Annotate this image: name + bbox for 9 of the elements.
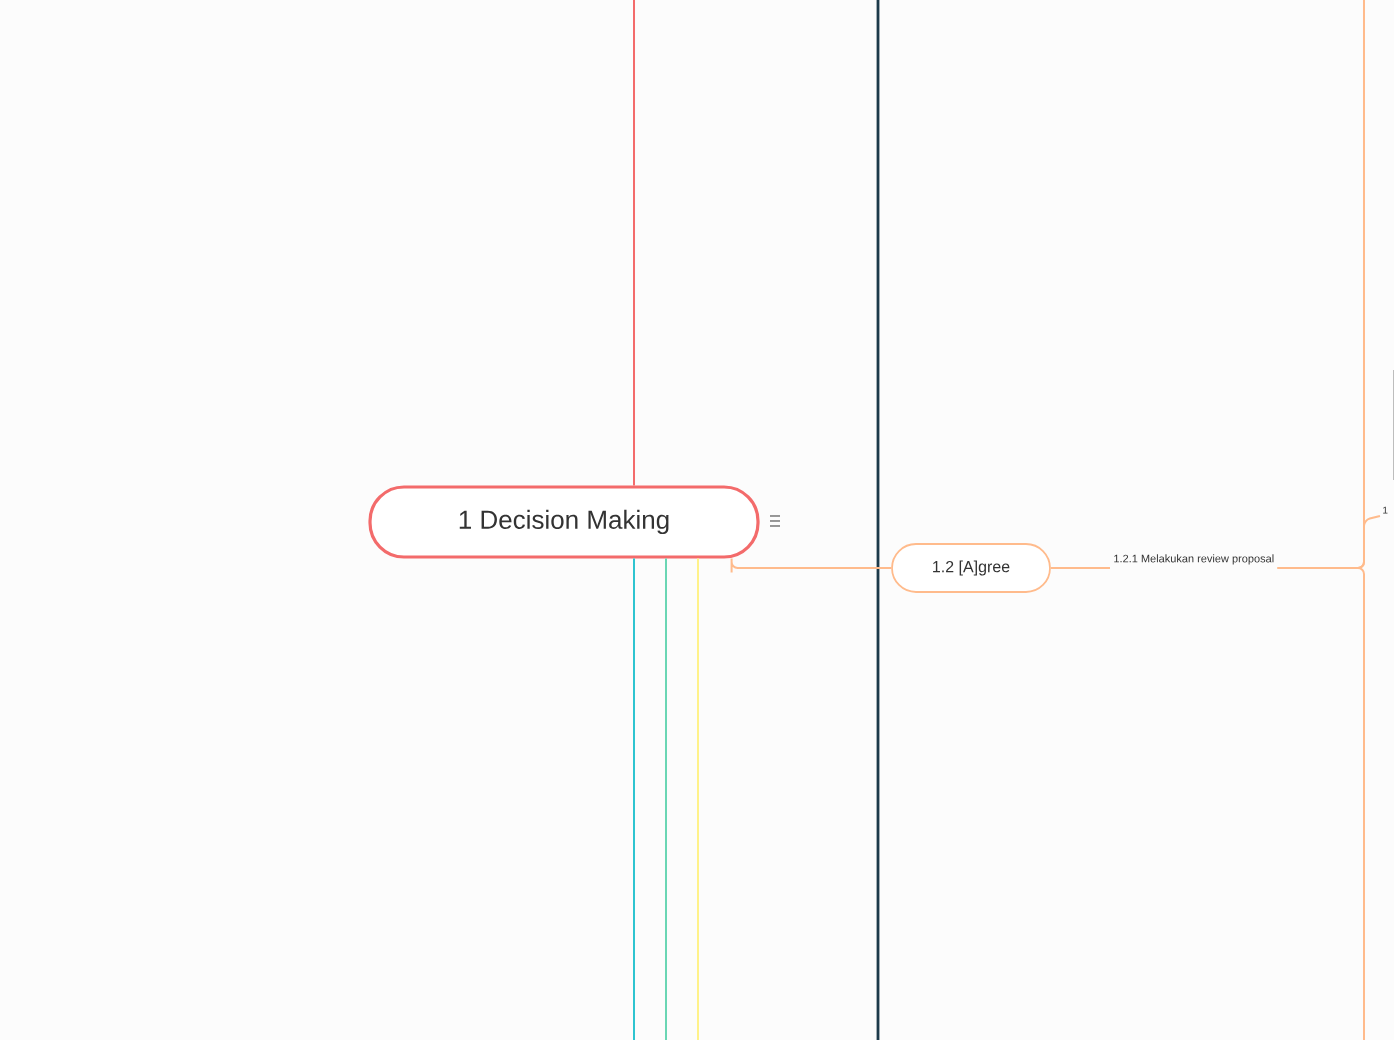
topic-box: 1.2 [A]gree <box>891 543 1051 593</box>
connector-line <box>697 557 699 1040</box>
connector-line <box>633 557 635 1040</box>
connector-line <box>1049 567 1111 569</box>
connector-line <box>633 0 635 487</box>
connector-line <box>1276 567 1365 1040</box>
topic-box: 1 Decision Making <box>368 485 760 559</box>
connector-line <box>665 557 667 1040</box>
connector-line <box>730 557 893 574</box>
